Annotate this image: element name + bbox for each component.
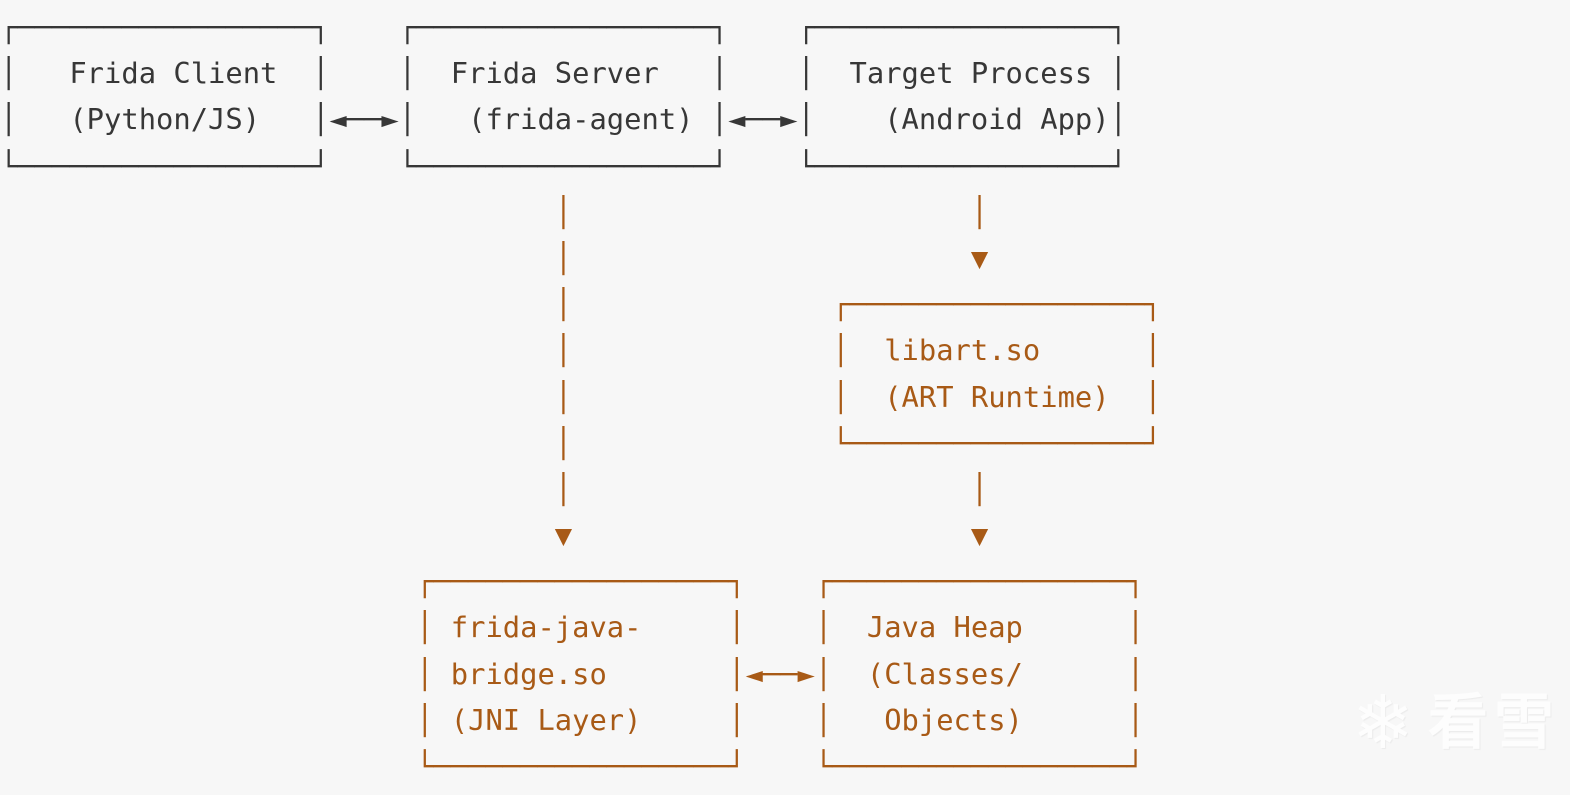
diagram-row: │ │ libart.so │ — [0, 333, 1162, 368]
diagram-row: │ (Python/JS) │◄──►│ (frida-agent) │◄──►… — [0, 102, 1127, 137]
diagram-row: │ (JNI Layer) │ │ Objects) │ — [0, 702, 1145, 737]
diagram-row: └─────────────────┘ └─────────────────┘ … — [0, 148, 1127, 183]
diagram-row: │ │ (ART Runtime) │ — [0, 379, 1162, 414]
diagram-row: │ ┌─────────────────┐ — [0, 287, 1162, 322]
diagram-row: │ bridge.so │◄──►│ (Classes/ │ — [0, 656, 1145, 691]
diagram-row: │ Frida Client │ │ Frida Server │ │ Targ… — [0, 56, 1127, 91]
diagram-row: │ frida-java- │ │ Java Heap │ — [0, 610, 1145, 645]
diagram-row: ┌─────────────────┐ ┌─────────────────┐ — [0, 564, 1145, 599]
diagram-row: │ │ — [0, 194, 989, 229]
diagram-row: │ │ — [0, 471, 989, 506]
diagram-row: ▼ ▼ — [0, 518, 989, 553]
diagram-row: │ ▼ — [0, 240, 989, 275]
diagram-row: │ └─────────────────┘ — [0, 425, 1162, 460]
diagram-row: └─────────────────┘ └─────────────────┘ — [0, 749, 1145, 783]
diagram-row: ┌─────────────────┐ ┌─────────────────┐ … — [0, 10, 1127, 44]
